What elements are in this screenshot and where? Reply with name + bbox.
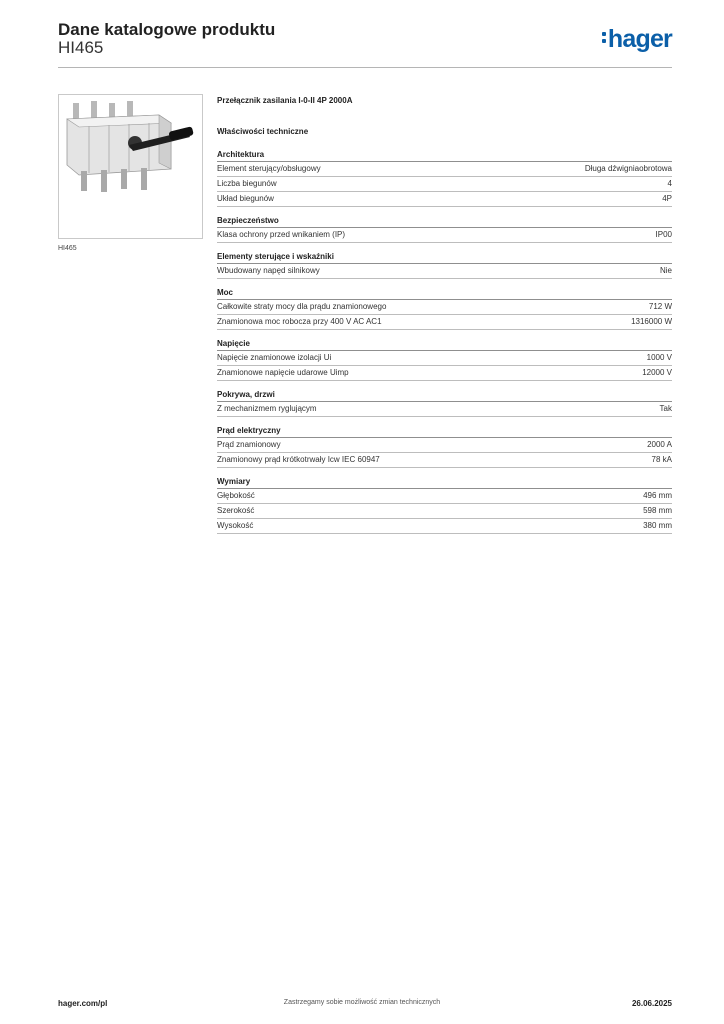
- spec-value: Nie: [659, 266, 672, 275]
- spec-value: 712 W: [648, 302, 672, 311]
- spec-value: 598 mm: [643, 506, 672, 515]
- spec-label: Głębokość: [217, 491, 255, 500]
- spec-row: Znamionowy prąd krótkotrwały Icw IEC 609…: [217, 453, 672, 468]
- spec-section: Pokrywa, drzwi Z mechanizmem ryglującym Ta…: [217, 390, 672, 417]
- spec-label: Liczba biegunów: [217, 179, 277, 188]
- spec-value: 2000 A: [647, 440, 672, 449]
- spec-row: Prąd znamionowy 2000 A: [217, 438, 672, 453]
- spec-row: Napięcie znamionowe izolacji Ui 1000 V: [217, 351, 672, 366]
- spec-value: 1316000 W: [631, 317, 672, 326]
- spec-value: Tak: [659, 404, 672, 413]
- section-title: Wymiary: [217, 477, 672, 489]
- spec-label: Wysokość: [217, 521, 254, 530]
- spec-value: IP00: [655, 230, 672, 239]
- spec-value: 1000 V: [646, 353, 672, 362]
- tech-heading: Właściwości techniczne: [217, 127, 309, 136]
- section-title: Napięcie: [217, 339, 672, 351]
- spec-row: Liczba biegunów 4: [217, 177, 672, 192]
- spec-content: Przełącznik zasilania I-0-II 4P 2000A Wł…: [217, 96, 672, 543]
- spec-label: Znamionowa moc robocza przy 400 V AC AC1: [217, 317, 382, 326]
- logo-dots-icon: [601, 32, 606, 43]
- section-title: Architektura: [217, 150, 672, 162]
- spec-value: Długa dźwigniaobrotowa: [584, 164, 672, 173]
- image-caption: HI465: [58, 245, 77, 252]
- spec-value: 380 mm: [643, 521, 672, 530]
- spec-value: 4: [667, 179, 672, 188]
- page-title: Dane katalogowe produktu: [58, 20, 276, 39]
- section-title: Pokrywa, drzwi: [217, 390, 672, 402]
- switch-disconnector-photo-icon: [66, 101, 194, 192]
- spec-row: Wysokość 380 mm: [217, 519, 672, 534]
- section-title: Moc: [217, 288, 672, 300]
- section-title: Elementy sterujące i wskaźniki: [217, 252, 672, 264]
- spec-row: Z mechanizmem ryglującym Tak: [217, 402, 672, 417]
- section-title: Prąd elektryczny: [217, 426, 672, 438]
- spec-row: Znamionowe napięcie udarowe Uimp 12000 V: [217, 366, 672, 381]
- spec-row: Wbudowany napęd silnikowy Nie: [217, 264, 672, 279]
- spec-label: Znamionowy prąd krótkotrwały Icw IEC 609…: [217, 455, 380, 464]
- spec-row: Układ biegunów 4P: [217, 192, 672, 207]
- spec-row: Klasa ochrony przed wnikaniem (IP) IP00: [217, 228, 672, 243]
- product-image: [58, 94, 203, 239]
- spec-row: Całkowite straty mocy dla prądu znamiono…: [217, 300, 672, 315]
- spec-label: Układ biegunów: [217, 194, 274, 203]
- spec-label: Klasa ochrony przed wnikaniem (IP): [217, 230, 346, 239]
- spec-label: Wbudowany napęd silnikowy: [217, 266, 320, 275]
- product-title: Przełącznik zasilania I-0-II 4P 2000A: [217, 96, 353, 105]
- spec-value: 4P: [662, 194, 672, 203]
- spec-label: Szerokość: [217, 506, 255, 515]
- footer-disclaimer: Zastrzegamy sobie możliwość zmian techni…: [283, 999, 441, 1006]
- spec-value: 496 mm: [643, 491, 672, 500]
- spec-value: 78 kA: [651, 455, 672, 464]
- spec-row: Znamionowa moc robocza przy 400 V AC AC1…: [217, 315, 672, 330]
- spec-label: Napięcie znamionowe izolacji Ui: [217, 353, 332, 362]
- logo-text: hager: [607, 25, 673, 53]
- spec-row: Głębokość 496 mm: [217, 489, 672, 504]
- product-code: HI465: [58, 38, 104, 57]
- spec-value: 12000 V: [642, 368, 672, 377]
- spec-label: Całkowite straty mocy dla prądu znamiono…: [217, 302, 387, 311]
- header-divider: [58, 67, 672, 68]
- footer-website: hager.com/pl: [58, 999, 108, 1008]
- spec-label: Element sterujący/obsługowy: [217, 164, 321, 173]
- section-title: Bezpieczeństwo: [217, 216, 672, 228]
- spec-row: Szerokość 598 mm: [217, 504, 672, 519]
- hager-logo: hager: [601, 25, 673, 53]
- spec-label: Prąd znamionowy: [217, 440, 281, 449]
- spec-label: Z mechanizmem ryglującym: [217, 404, 317, 413]
- footer-date: 26.06.2025: [631, 999, 672, 1008]
- spec-label: Znamionowe napięcie udarowe Uimp: [217, 368, 349, 377]
- spec-row: Element sterujący/obsługowy Długa dźwigni…: [217, 162, 672, 177]
